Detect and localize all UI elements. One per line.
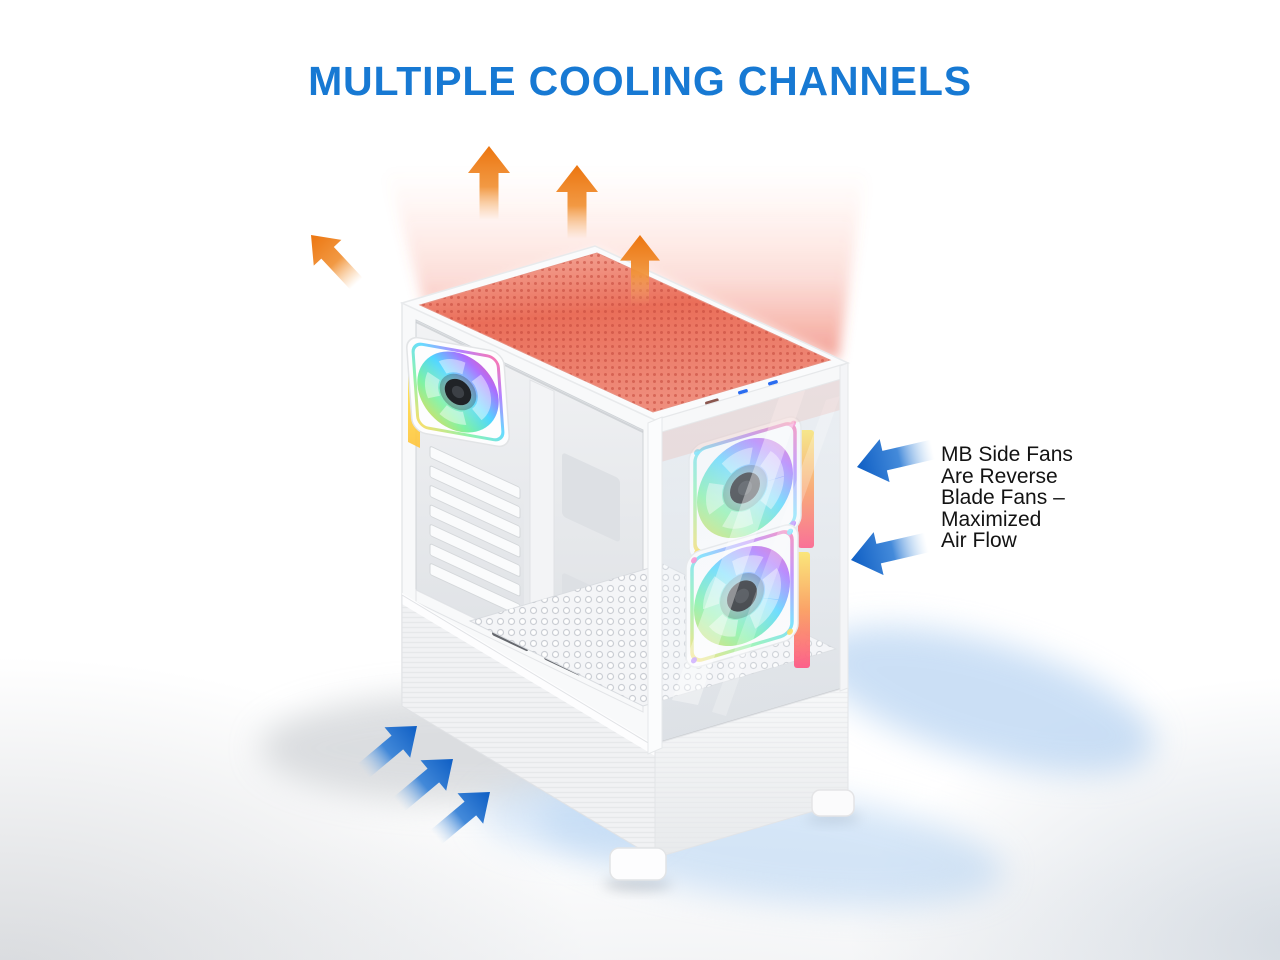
side-fans-annotation: MB Side Fans Are Reverse Blade Fans – Ma… (941, 444, 1141, 552)
front-right-pillar (839, 362, 849, 692)
annotation-line-1: MB Side Fans (941, 443, 1073, 466)
case-foot-right (811, 789, 855, 817)
exhaust-arrow-4 (297, 222, 371, 297)
front-left-pillar (647, 416, 663, 755)
side-intake-arrow-1 (852, 428, 938, 489)
pci-slots (429, 446, 521, 616)
pc-case (399, 245, 855, 881)
annotation-line-2: Are Reverse (941, 464, 1058, 488)
side-intake-arrow-2 (846, 521, 932, 582)
case-foot-left (609, 847, 667, 881)
rear-exhaust-fan (406, 336, 510, 448)
annotation-line-4: Maximized (941, 507, 1042, 531)
page-title: MULTIPLE COOLING CHANNELS (308, 58, 972, 104)
heat-glow (386, 170, 866, 360)
annotation-line-5: Air Flow (941, 529, 1017, 552)
case-base-front (654, 686, 849, 859)
side-intake-arrows (846, 428, 938, 582)
top-io-ports (705, 380, 778, 406)
case-base-side (401, 593, 656, 859)
annotation-line-3: Blade Fans – (941, 486, 1065, 509)
